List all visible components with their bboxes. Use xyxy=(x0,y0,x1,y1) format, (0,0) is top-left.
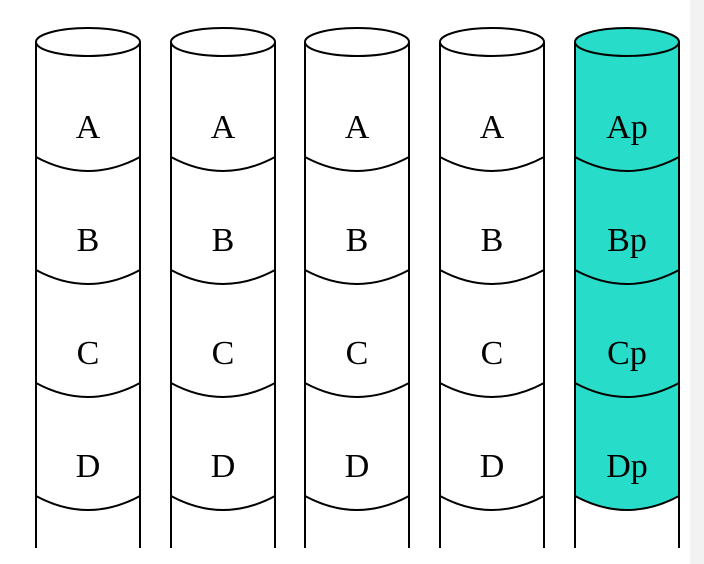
segment-label: Ap xyxy=(606,109,648,146)
segment-label: C xyxy=(212,335,235,372)
window-edge-strip xyxy=(690,0,704,564)
segment-label: D xyxy=(480,448,505,485)
segment-boundary xyxy=(170,269,276,285)
segment-label: B xyxy=(481,222,504,259)
segment-label: Bp xyxy=(607,222,647,259)
segment-boundary xyxy=(304,156,410,172)
segment-label: Cp xyxy=(607,335,647,372)
segment-boundary xyxy=(304,382,410,398)
segment-label: A xyxy=(480,109,505,146)
segment-boundary xyxy=(304,269,410,285)
segment-boundary xyxy=(35,382,141,398)
disk-top xyxy=(574,27,680,57)
segment-boundary xyxy=(35,156,141,172)
segment-boundary xyxy=(439,156,545,172)
segment-label: Dp xyxy=(606,448,648,485)
segment-boundary xyxy=(574,382,680,398)
disk-top xyxy=(170,27,276,57)
segment-label: C xyxy=(77,335,100,372)
disk-1: A B C D xyxy=(35,27,141,548)
segment-label: B xyxy=(346,222,369,259)
segment-label: C xyxy=(346,335,369,372)
segment-label: D xyxy=(76,448,101,485)
disk-top xyxy=(35,27,141,57)
segment-boundary xyxy=(35,495,141,511)
segment-label: D xyxy=(211,448,236,485)
segment-boundary xyxy=(170,495,276,511)
disk-2: A B C D xyxy=(170,27,276,548)
segment-label: B xyxy=(77,222,100,259)
disk-3: A B C D xyxy=(304,27,410,548)
segment-label: A xyxy=(345,109,370,146)
segment-label: D xyxy=(345,448,370,485)
segment-boundary xyxy=(35,269,141,285)
disk-4: A B C D xyxy=(439,27,545,548)
segment-boundary xyxy=(170,382,276,398)
segment-boundary xyxy=(170,156,276,172)
segment-boundary xyxy=(439,382,545,398)
segment-label: A xyxy=(211,109,236,146)
segment-boundary xyxy=(574,156,680,172)
segment-label: A xyxy=(76,109,101,146)
segment-boundary xyxy=(304,495,410,511)
disk-top xyxy=(439,27,545,57)
segment-label: C xyxy=(481,335,504,372)
segment-boundary xyxy=(439,495,545,511)
segment-boundary xyxy=(439,269,545,285)
segment-label: B xyxy=(212,222,235,259)
disk-top xyxy=(304,27,410,57)
segment-boundary xyxy=(574,495,680,511)
segment-boundary xyxy=(574,269,680,285)
